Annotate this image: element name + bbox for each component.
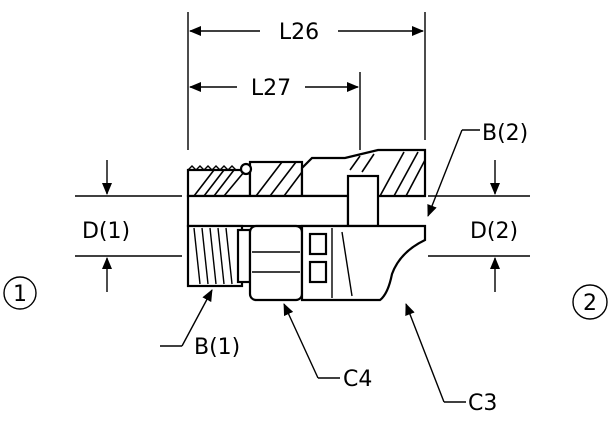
fitting-body [186,148,427,302]
l27-label: L27 [251,76,291,101]
end-1-label: 1 [13,282,27,307]
d2-label: D(2) [470,219,518,244]
c3-leader: C3 [405,303,497,416]
l26-label: L26 [279,20,319,45]
c4-label: C4 [343,367,372,392]
d2-dimension: D(2) [428,160,530,292]
b1-leader: B(1) [160,289,240,360]
o-ring-icon [239,162,253,176]
l26-dimension: L26 [187,12,426,150]
thread-lines [193,227,233,285]
end-2-label: 2 [583,291,597,316]
b2-leader: B(2) [427,121,528,217]
l27-dimension: L27 [189,72,361,150]
end-1-marker: 1 [3,276,37,310]
d1-label: D(1) [82,219,130,244]
b2-label: B(2) [482,121,528,146]
end-2-marker: 2 [572,284,608,320]
b1-label: B(1) [194,335,240,360]
section-hatching [193,151,426,197]
c4-leader: C4 [283,303,372,392]
d1-dimension: D(1) [75,160,182,292]
c3-label: C3 [468,391,497,416]
